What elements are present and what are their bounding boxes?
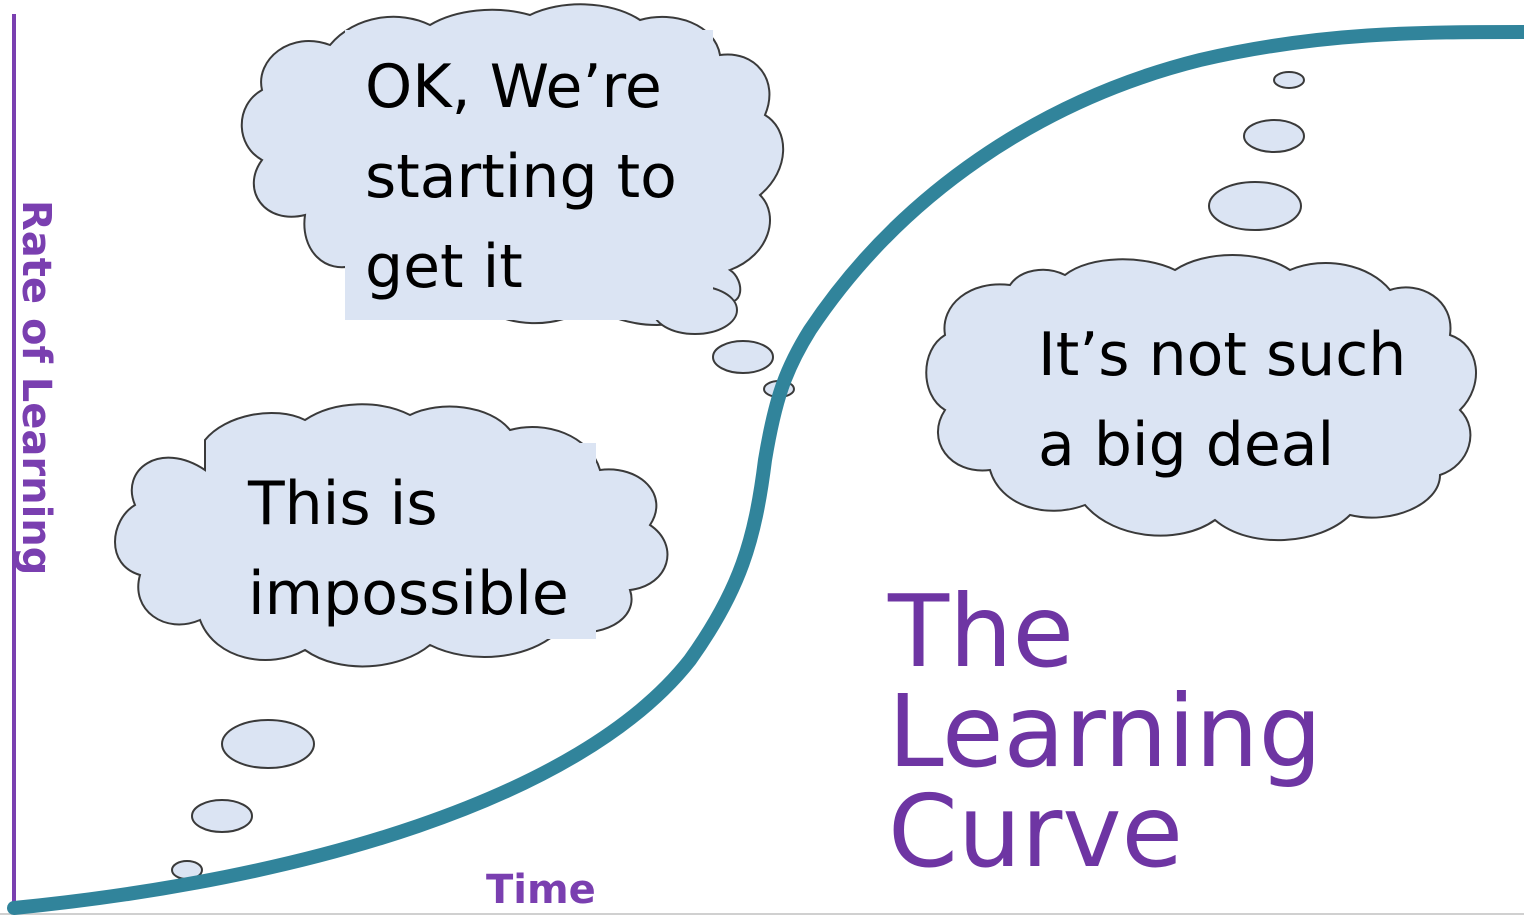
learning-curve-line bbox=[7, 25, 1524, 915]
thought-dot-2b bbox=[712, 340, 774, 374]
thought-bubble-starting: OK, We’re starting to get it bbox=[345, 30, 713, 320]
thought-dot-1b bbox=[191, 799, 253, 833]
thought-2-line-1: OK, We’re bbox=[365, 52, 662, 122]
title-line-3: Curve bbox=[888, 773, 1184, 890]
thought-2-line-2: starting to bbox=[365, 142, 677, 212]
thought-3-line-1: It’s not such bbox=[1038, 320, 1407, 390]
x-axis-label: Time bbox=[486, 867, 596, 913]
thought-dot-1a bbox=[221, 719, 315, 769]
thought-2-line-3: get it bbox=[365, 232, 523, 302]
thought-bubble-not-big-deal: It’s not such a big deal bbox=[1020, 296, 1424, 496]
y-axis-label: Rate of Learning bbox=[13, 200, 59, 576]
thought-dot-3b bbox=[1243, 119, 1305, 153]
thought-1-line-2: impossible bbox=[248, 559, 569, 629]
thought-dot-3a bbox=[1208, 181, 1302, 231]
title-line-1: The bbox=[888, 573, 1074, 690]
diagram-title: The Learning Curve bbox=[888, 582, 1322, 882]
thought-3-line-2: a big deal bbox=[1038, 410, 1335, 480]
thought-bubble-impossible: This is impossible bbox=[226, 443, 596, 639]
thought-dot-3c bbox=[1273, 71, 1305, 89]
thought-1-line-1: This is bbox=[248, 469, 438, 539]
title-line-2: Learning bbox=[888, 673, 1323, 790]
